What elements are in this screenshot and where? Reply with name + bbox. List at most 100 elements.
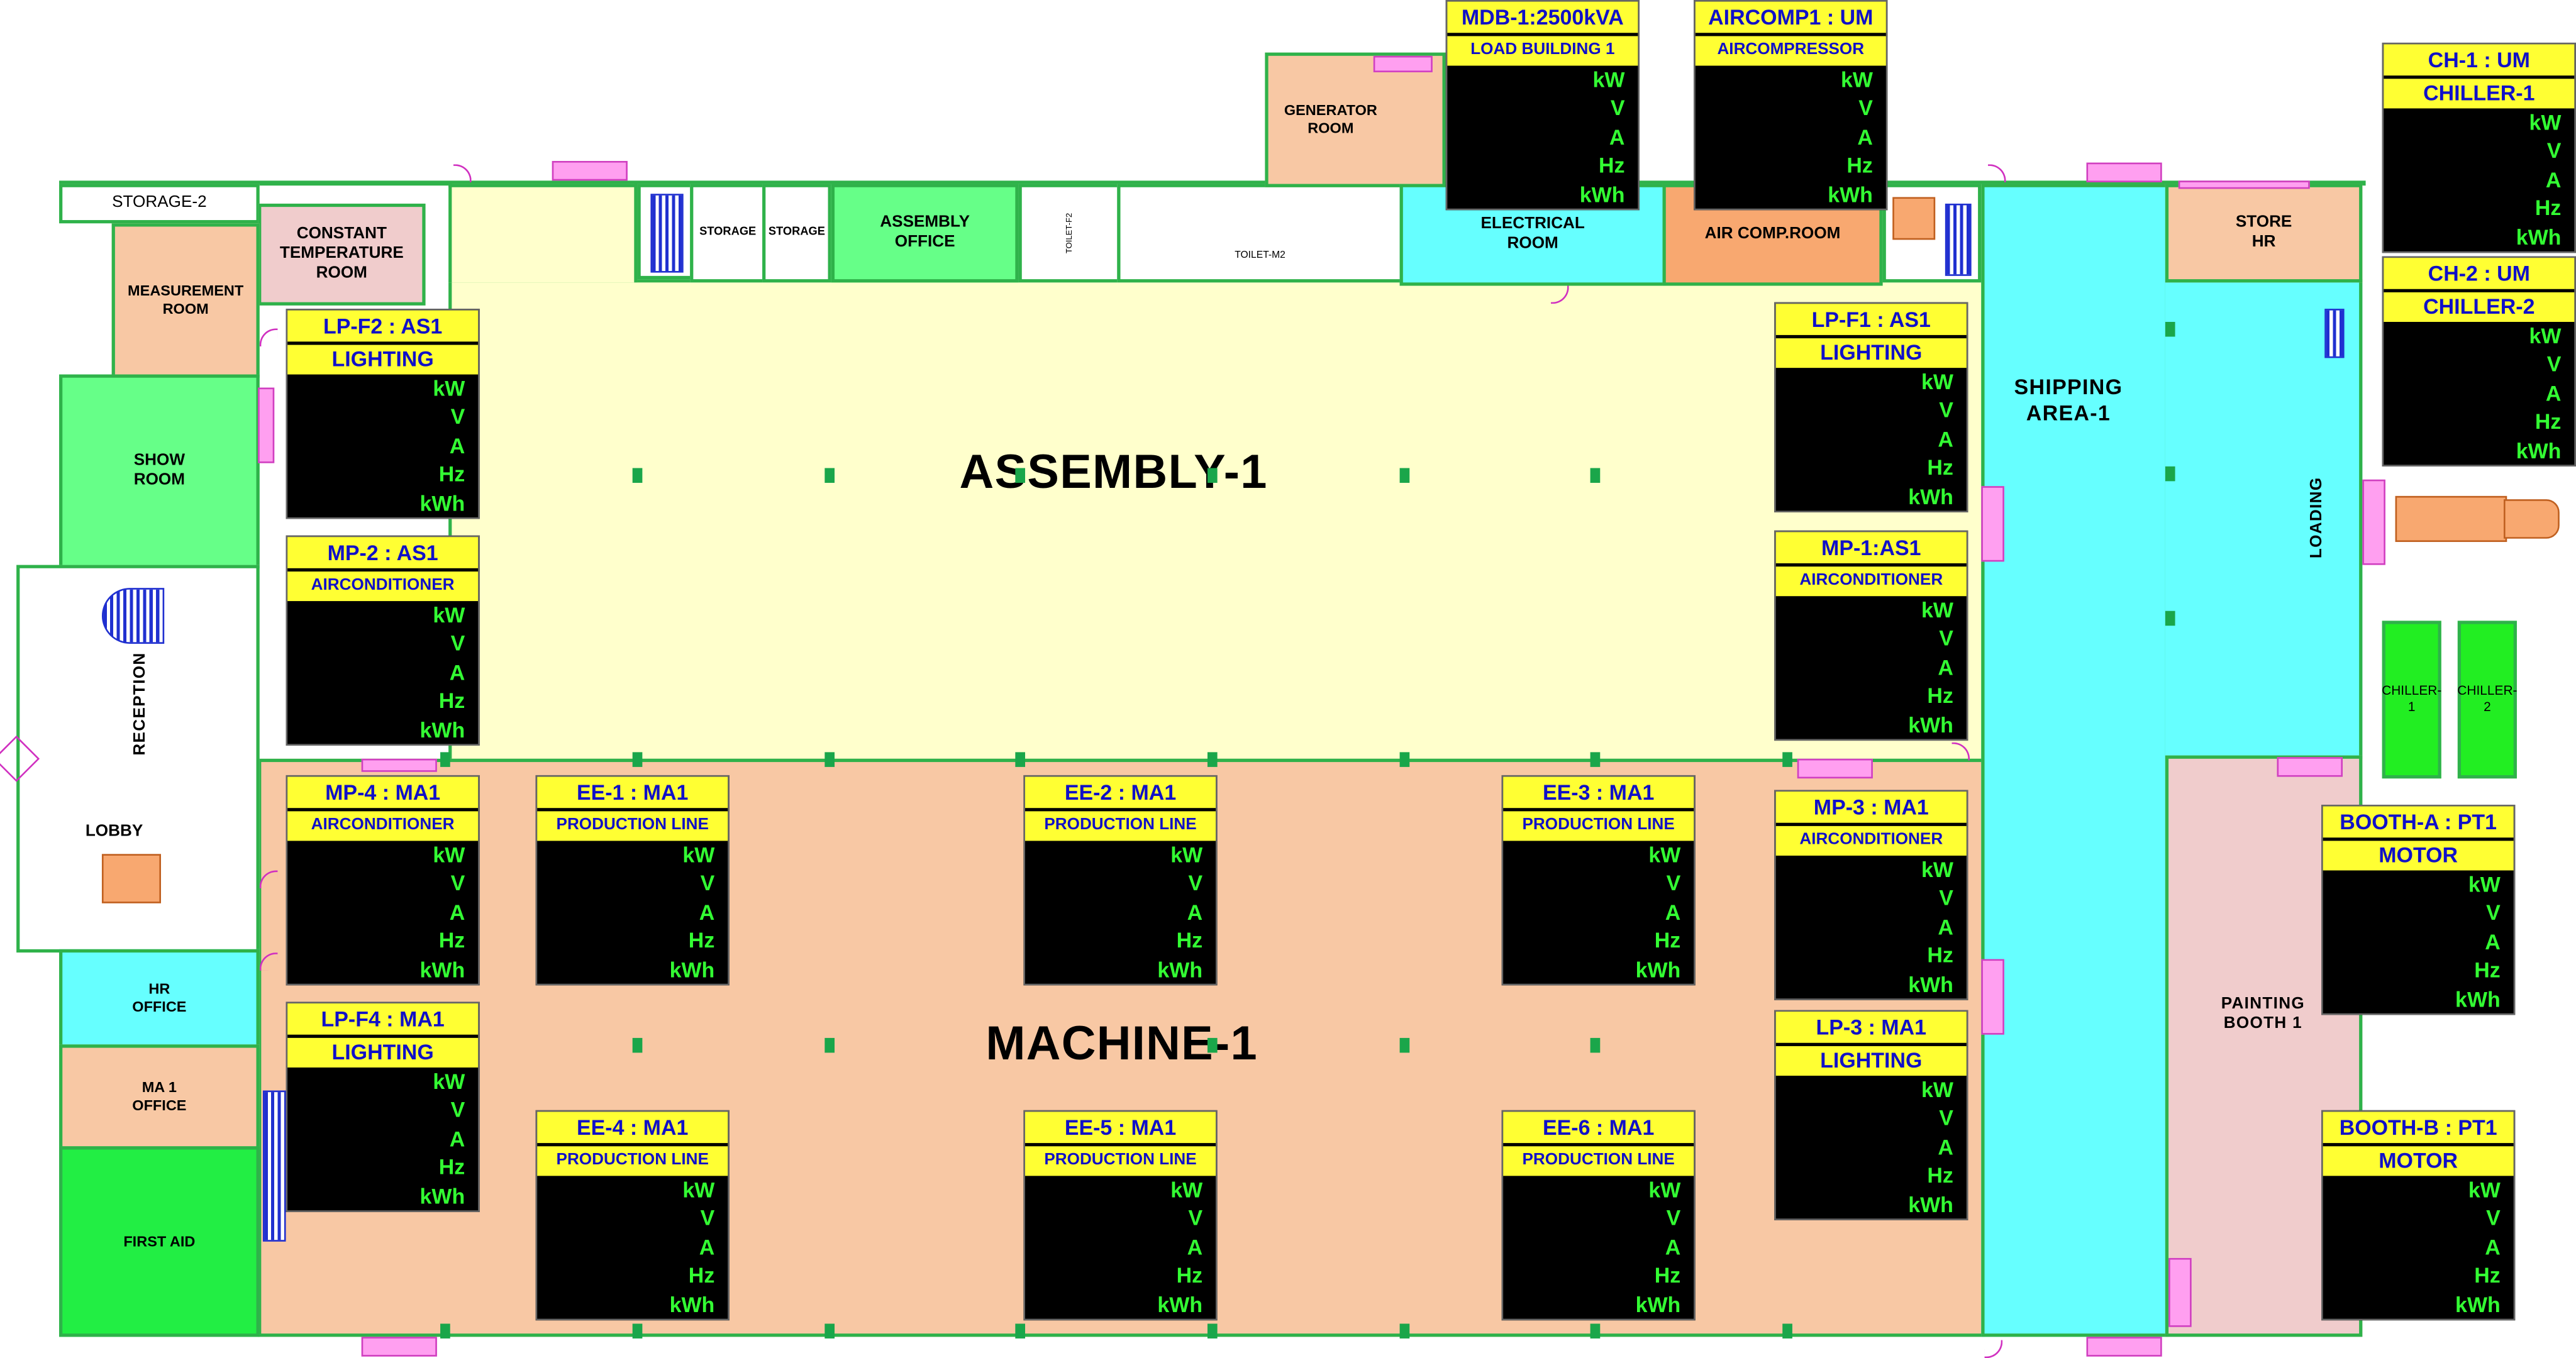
hr-office-label: HR OFFICE bbox=[132, 981, 187, 1015]
meter-panel-aircomp1[interactable]: AIRCOMP1 : UM AIRCOMPRESSOR kW V A Hz kW… bbox=[1694, 0, 1888, 211]
unit-a: A bbox=[1187, 1234, 1203, 1259]
meter-panel-booth-a[interactable]: BOOTH-A : PT1 MOTOR kW V A Hz kWh bbox=[2321, 804, 2516, 1015]
unit-v: V bbox=[2486, 1206, 2501, 1231]
meter-panel-booth-b[interactable]: BOOTH-B : PT1 MOTOR kW V A Hz kWh bbox=[2321, 1110, 2516, 1321]
meter-panel-mp1[interactable]: MP-1:AS1 AIRCONDITIONER kW V A Hz kWh bbox=[1774, 530, 1968, 741]
meter-id: MP-2 : AS1 bbox=[287, 537, 479, 572]
meter-panel-ee4[interactable]: EE-4 : MA1 PRODUCTION LINE kW V A Hz kWh bbox=[535, 1110, 730, 1321]
assembly-office[interactable]: ASSEMBLY OFFICE bbox=[831, 184, 1019, 283]
column-marker bbox=[1207, 752, 1218, 767]
first-aid-room[interactable]: FIRST AID bbox=[59, 1146, 260, 1337]
door-generator[interactable] bbox=[1373, 55, 1433, 72]
meter-panel-lp3[interactable]: LP-3 : MA1 LIGHTING kW V A Hz kWh bbox=[1774, 1010, 1968, 1220]
meter-desc: MOTOR bbox=[2323, 841, 2514, 871]
measurement-label: MEASUREMENT ROOM bbox=[128, 282, 244, 317]
ma1-office[interactable]: MA 1 OFFICE bbox=[59, 1044, 260, 1150]
column-marker bbox=[1399, 468, 1410, 483]
unit-v: V bbox=[450, 1097, 465, 1123]
meter-id: EE-1 : MA1 bbox=[537, 776, 728, 812]
meter-panel-lpf2[interactable]: LP-F2 : AS1 LIGHTING kW V A Hz kWh bbox=[286, 309, 480, 519]
meter-id: BOOTH-B : PT1 bbox=[2323, 1112, 2514, 1147]
assembly-area-top bbox=[448, 184, 638, 283]
door-shipping-west-2[interactable] bbox=[1981, 959, 2004, 1035]
door-show-room[interactable] bbox=[258, 387, 275, 463]
meter-desc: AIRCOMPRESSOR bbox=[1695, 36, 1886, 66]
meter-desc: LIGHTING bbox=[287, 345, 479, 375]
storage2-room[interactable]: STORAGE-2 bbox=[59, 184, 260, 224]
lobby-label: LOBBY bbox=[85, 822, 143, 841]
meter-desc: PRODUCTION LINE bbox=[537, 1146, 728, 1176]
meter-id: LP-F2 : AS1 bbox=[287, 310, 479, 345]
meter-panel-lpf1[interactable]: LP-F1 : AS1 LIGHTING kW V A Hz kWh bbox=[1774, 302, 1968, 512]
unit-a: A bbox=[2545, 380, 2562, 406]
unit-v: V bbox=[1939, 626, 1953, 651]
column-marker bbox=[824, 752, 835, 767]
meter-panel-mp4[interactable]: MP-4 : MA1 AIRCONDITIONER kW V A Hz kWh bbox=[286, 775, 480, 986]
ma1-office-label: MA 1 OFFICE bbox=[132, 1079, 187, 1114]
unit-a: A bbox=[2485, 929, 2501, 954]
door-loading[interactable] bbox=[2362, 479, 2385, 565]
meter-panel-lpf4[interactable]: LP-F4 : MA1 LIGHTING kW V A Hz kWh bbox=[286, 1002, 480, 1212]
door-painting-east[interactable] bbox=[2168, 1257, 2192, 1327]
hr-office[interactable]: HR OFFICE bbox=[59, 949, 260, 1048]
unit-kwh: kWh bbox=[669, 956, 715, 981]
meter-id: EE-6 : MA1 bbox=[1503, 1112, 1694, 1147]
toilet-m2[interactable]: TOILET-M2 bbox=[1117, 184, 1403, 283]
toilet-f2[interactable]: TOILET-F2 bbox=[1018, 184, 1121, 283]
electrical-label: ELECTRICAL ROOM bbox=[1480, 215, 1585, 253]
measurement-room[interactable]: MEASUREMENT ROOM bbox=[111, 223, 260, 378]
unit-a: A bbox=[449, 899, 465, 925]
meter-panel-ee1[interactable]: EE-1 : MA1 PRODUCTION LINE kW V A Hz kWh bbox=[535, 775, 730, 986]
meter-panel-mdb1[interactable]: MDB-1:2500kVA LOAD BUILDING 1 kW V A Hz … bbox=[1445, 0, 1640, 211]
chiller1-label: CHILLER-1 bbox=[2382, 683, 2442, 715]
meter-panel-ch2[interactable]: CH-2 : UM CHILLER-2 kW V A Hz kWh bbox=[2382, 256, 2576, 466]
assembly-area[interactable] bbox=[448, 279, 1985, 763]
column-marker bbox=[2165, 321, 2175, 337]
column-marker bbox=[1207, 1323, 1218, 1339]
shipping-area-main[interactable] bbox=[1981, 184, 2169, 1337]
toilet-m2-label: TOILET-M2 bbox=[1235, 251, 1285, 262]
truck-cab-icon bbox=[2503, 499, 2560, 539]
constant-temp-room[interactable]: CONSTANT TEMPERATURE ROOM bbox=[258, 203, 426, 306]
door-machine-west[interactable] bbox=[361, 758, 437, 772]
meter-panel-mp2[interactable]: MP-2 : AS1 AIRCONDITIONER kW V A Hz kWh bbox=[286, 535, 480, 746]
door-painting[interactable] bbox=[2277, 757, 2343, 777]
meter-desc: LIGHTING bbox=[1775, 1046, 1967, 1076]
door-south-1[interactable] bbox=[361, 1337, 437, 1357]
door-store-hr[interactable] bbox=[2178, 180, 2310, 189]
assembly-area-label: ASSEMBLY-1 bbox=[959, 446, 1268, 500]
door-north-2[interactable] bbox=[2086, 162, 2162, 182]
stairs-icon bbox=[650, 194, 684, 273]
show-room[interactable]: SHOW ROOM bbox=[59, 374, 260, 568]
store-hr[interactable]: STORE HR bbox=[2165, 184, 2363, 283]
meter-panel-ee5[interactable]: EE-5 : MA1 PRODUCTION LINE kW V A Hz kWh bbox=[1023, 1110, 1218, 1321]
door-assembly-machine[interactable] bbox=[1797, 758, 1873, 779]
store-hr-label: STORE HR bbox=[2235, 213, 2292, 251]
meter-panel-ee3[interactable]: EE-3 : MA1 PRODUCTION LINE kW V A Hz kWh bbox=[1501, 775, 1696, 986]
unit-v: V bbox=[1939, 1106, 1953, 1131]
column-marker bbox=[2165, 466, 2175, 482]
chiller2-unit[interactable]: CHILLER-2 bbox=[2457, 621, 2518, 779]
storage-room-a[interactable]: STORAGE bbox=[690, 184, 766, 283]
generator-room[interactable]: GENERATOR ROOM bbox=[1265, 52, 1446, 187]
unit-hz: Hz bbox=[688, 928, 715, 953]
shipping-area-east bbox=[2165, 279, 2363, 759]
meter-panel-ee6[interactable]: EE-6 : MA1 PRODUCTION LINE kW V A Hz kWh bbox=[1501, 1110, 1696, 1321]
door-south-2[interactable] bbox=[2086, 1337, 2162, 1357]
door-shipping-west[interactable] bbox=[1981, 486, 2004, 562]
meter-id: MP-3 : MA1 bbox=[1775, 792, 1967, 826]
unit-kwh: kWh bbox=[1908, 971, 1953, 996]
storage-room-b[interactable]: STORAGE bbox=[762, 184, 831, 283]
unit-a: A bbox=[1187, 899, 1203, 925]
chiller1-unit[interactable]: CHILLER-1 bbox=[2382, 621, 2442, 779]
door-north-1[interactable] bbox=[552, 160, 628, 181]
unit-kwh: kWh bbox=[1157, 1291, 1203, 1317]
meter-id: MDB-1:2500kVA bbox=[1447, 1, 1638, 36]
meter-panel-mp3[interactable]: MP-3 : MA1 AIRCONDITIONER kW V A Hz kWh bbox=[1774, 790, 1968, 1000]
unit-hz: Hz bbox=[2474, 1263, 2501, 1288]
meter-panel-ch1[interactable]: CH-1 : UM CHILLER-1 kW V A Hz kWh bbox=[2382, 42, 2576, 253]
unit-kwh: kWh bbox=[419, 717, 465, 742]
meter-panel-ee2[interactable]: EE-2 : MA1 PRODUCTION LINE kW V A Hz kWh bbox=[1023, 775, 1218, 986]
unit-kw: kW bbox=[2529, 323, 2562, 348]
